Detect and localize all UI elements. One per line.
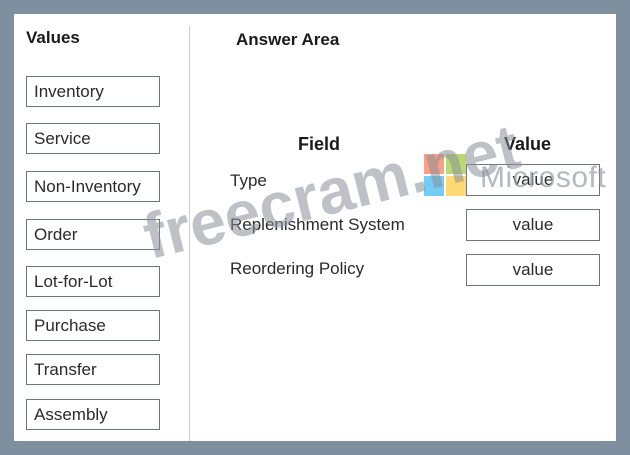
field-label-type: Type [230, 171, 267, 190]
answer-slot-reordering-policy[interactable]: value [466, 254, 600, 286]
microsoft-watermark-text: Microsoft [480, 161, 607, 194]
value-chip-inventory[interactable]: Inventory [26, 76, 160, 107]
logo-square-yellow [446, 176, 466, 196]
logo-square-red [424, 154, 444, 174]
column-divider [189, 26, 190, 441]
field-label-reordering-policy: Reordering Policy [230, 259, 365, 278]
value-chip-lot-for-lot[interactable]: Lot-for-Lot [26, 266, 160, 297]
field-column-header: Field [298, 134, 341, 154]
value-chip-service[interactable]: Service [26, 123, 160, 154]
question-panel: Values Inventory Service Non-Inventory O… [14, 14, 616, 441]
field-label-replenishment-system: Replenishment System [230, 215, 405, 234]
logo-square-green [446, 154, 466, 174]
answer-area-title: Answer Area [236, 30, 340, 49]
value-chip-non-inventory[interactable]: Non-Inventory [26, 171, 160, 202]
value-column-header: Value [504, 134, 552, 154]
value-chip-purchase[interactable]: Purchase [26, 310, 160, 341]
value-chip-assembly[interactable]: Assembly [26, 399, 160, 430]
value-chip-order[interactable]: Order [26, 219, 160, 250]
logo-square-blue [424, 176, 444, 196]
values-title: Values [26, 28, 80, 47]
answer-slot-replenishment-system[interactable]: value [466, 209, 600, 241]
answer-slot-type[interactable]: value [466, 164, 600, 196]
value-chip-transfer[interactable]: Transfer [26, 354, 160, 385]
